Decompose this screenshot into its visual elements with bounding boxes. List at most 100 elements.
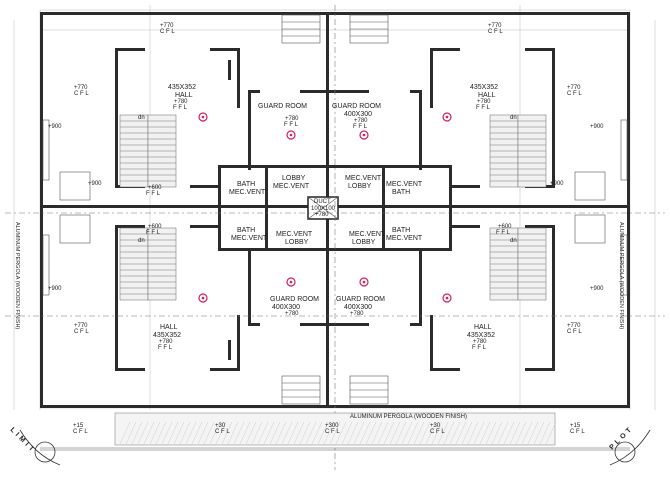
pergola-hatch-line <box>185 421 197 445</box>
pergola-hatch-line <box>497 421 509 445</box>
ffl-label: F F L <box>146 191 161 197</box>
cfl-label: C F L <box>567 91 582 97</box>
pergola-hatch-line <box>191 421 203 445</box>
pergola-hatch-line <box>413 421 425 445</box>
pergola-hatch-line <box>167 421 179 445</box>
guard-room-label: GUARD ROOM <box>336 296 385 303</box>
pergola-hatch-line <box>179 421 191 445</box>
stair-dn-label: dn <box>138 115 145 121</box>
level-label: +780 <box>354 118 368 124</box>
pergola-hatch-line <box>251 421 263 445</box>
pergola-hatch-line <box>227 421 239 445</box>
pergola-hatch-line <box>125 421 137 445</box>
pergola-hatch-line <box>431 421 443 445</box>
guard-size-label: 400X300 <box>344 111 372 118</box>
ffl-label: F F L <box>173 105 188 111</box>
pergola-label: ALUMINUM PERGOLA (WOODEN FINISH) <box>350 414 467 420</box>
level-label: +15 <box>570 423 581 429</box>
level-label: +900 <box>590 124 604 130</box>
pergola-hatch-line <box>467 421 479 445</box>
cfl-label: C F L <box>215 429 230 435</box>
level-label: +900 <box>48 286 62 292</box>
ceiling-light-icon <box>442 112 452 122</box>
guard-room-label: GUARD ROOM <box>258 103 307 110</box>
ceiling-light-icon <box>198 112 208 122</box>
pergola-hatch-line <box>131 421 143 445</box>
room-labels: 435X352 HALL +780 F F L 435X352 HALL +78… <box>153 84 498 351</box>
pergola-hatch-line <box>209 421 221 445</box>
guard-size-label: 400X300 <box>344 304 372 311</box>
cfl-label: C F L <box>567 329 582 335</box>
pergola-hatch-line <box>473 421 485 445</box>
cfl-label: C F L <box>74 91 89 97</box>
pergola-hatch-line <box>137 421 149 445</box>
unit-walls-bottom-left <box>115 208 326 371</box>
hall-size-label: 435X352 <box>467 332 495 339</box>
level-label: +600 <box>148 224 162 230</box>
mec-vent-label: MEC.VENT <box>386 181 423 188</box>
cfl-level-label: +770 <box>74 323 88 329</box>
ffl-label: F F L <box>496 230 511 236</box>
level-label: +780 <box>315 212 329 218</box>
pergola-hatch-line <box>449 421 461 445</box>
pergola-hatch-line <box>281 421 293 445</box>
pergola-hatch-line <box>527 421 539 445</box>
level-label: +900 <box>590 286 604 292</box>
mec-vent-label: MEC.VENT <box>229 189 266 196</box>
pergola-hatch-line <box>215 421 227 445</box>
pergola-hatch-line <box>221 421 233 445</box>
pergola-hatch-line <box>461 421 473 445</box>
guard-room-label: GUARD ROOM <box>332 103 381 110</box>
ceiling-light-icon <box>359 277 369 287</box>
pergola-hatch-line <box>521 421 533 445</box>
level-label: +780 <box>285 311 299 317</box>
level-label: +780 <box>159 339 173 345</box>
pergola-hatch-line <box>197 421 209 445</box>
bath-label: BATH <box>237 227 255 234</box>
unit-walls-bottom-right <box>329 208 555 371</box>
level-label: +600 <box>148 185 162 191</box>
cfl-label: C F L <box>73 429 88 435</box>
level-label: +600 <box>498 224 512 230</box>
ffl-label: F F L <box>353 124 368 130</box>
hall-label: HALL <box>478 92 496 99</box>
pergola-hatch-line <box>155 421 167 445</box>
level-label: +900 <box>48 124 62 130</box>
level-label: +780 <box>477 99 491 105</box>
pergola-hatch-line <box>119 421 131 445</box>
hall-size-label: 435X352 <box>153 332 181 339</box>
pergola-hatch-line <box>545 421 557 445</box>
stair-dn-label: dn <box>510 238 517 244</box>
stair-dn-label: dn <box>138 238 145 244</box>
pergola-hatch-line <box>365 421 377 445</box>
level-label: +780 <box>473 339 487 345</box>
ceiling-light-icon <box>359 130 369 140</box>
level-label: +300 <box>325 423 339 429</box>
pergola-hatch-line <box>389 421 401 445</box>
lobby-label: LOBBY <box>348 183 372 190</box>
pergola-hatch-line <box>299 421 311 445</box>
ceiling-light-icon <box>442 293 452 303</box>
hall-size-label: 435X352 <box>168 84 196 91</box>
duct-label: DUCT <box>314 199 331 205</box>
bath-label: BATH <box>392 189 410 196</box>
pergola-hatch-line <box>419 421 431 445</box>
pergola-hatch-line <box>275 421 287 445</box>
pergola-hatch-line <box>503 421 515 445</box>
pergola-hatch-line <box>491 421 503 445</box>
guard-size-label: 400X300 <box>272 304 300 311</box>
pergola-hatch-line <box>143 421 155 445</box>
plot-limit-label: PLOT <box>608 425 635 452</box>
level-label: +900 <box>550 181 564 187</box>
mec-vent-label: MEC.VENT <box>386 235 423 242</box>
lobby-label: LOBBY <box>282 175 306 182</box>
level-label: +780 <box>285 116 299 122</box>
pergola-hatch-line <box>509 421 521 445</box>
pergola-hatch-line <box>377 421 389 445</box>
pergola-hatch-line <box>203 421 215 445</box>
pergola-hatch-line <box>239 421 251 445</box>
bottom-pergola <box>40 412 630 451</box>
pergola-hatch-line <box>401 421 413 445</box>
mec-vent-label: MEC.VENT <box>345 175 382 182</box>
